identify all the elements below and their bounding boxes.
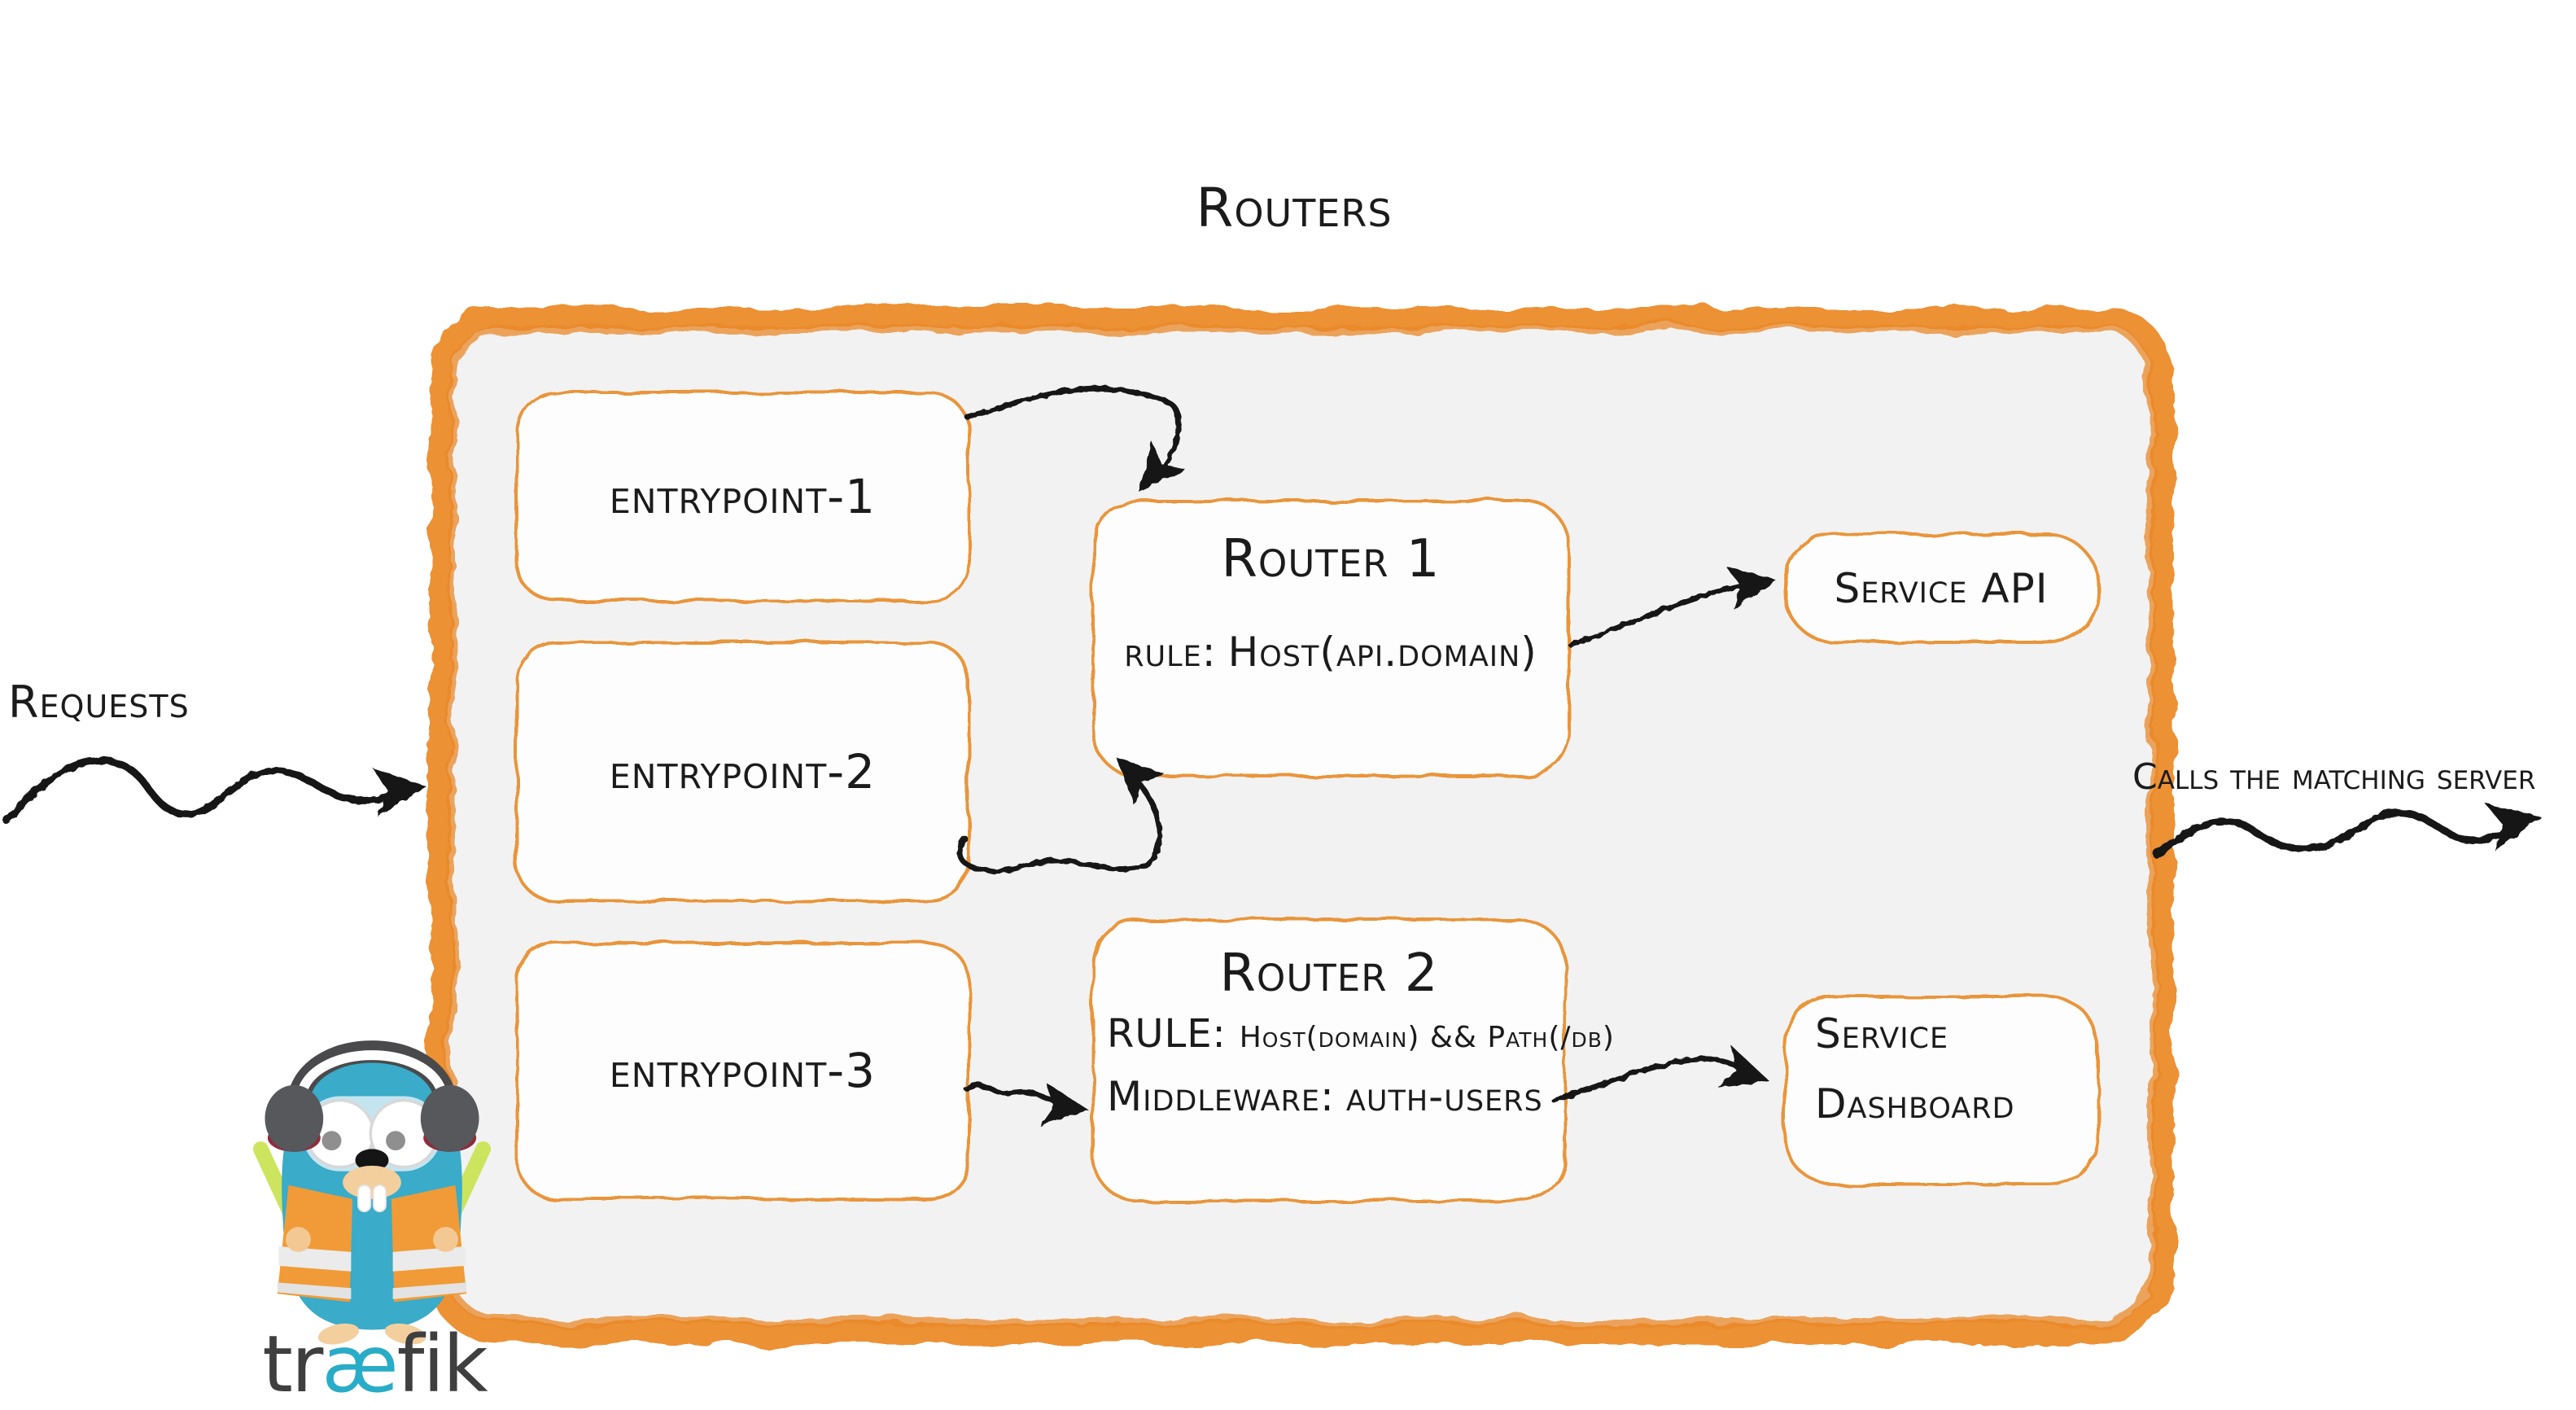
entrypoint-2-box (515, 641, 970, 903)
entrypoint-1-box (515, 391, 970, 602)
arrowhead-icon (1116, 757, 1166, 806)
arrow-entrypoint3-router2 (964, 1082, 1089, 1126)
gopher-eye-right (386, 1131, 405, 1151)
arrowhead-icon (1725, 566, 1776, 610)
vest-stripe (392, 1246, 466, 1272)
router-2-rule-label: RULE: (1107, 1011, 1227, 1057)
arrow-entrypoint2-router1 (956, 757, 1166, 874)
service-dashboard-label-line1: Service (1815, 1010, 1949, 1058)
earcup-left-icon (265, 1084, 324, 1152)
gopher-tooth (372, 1184, 387, 1213)
gopher-nose (355, 1149, 389, 1171)
router-2-middleware-label: Middleware: (1107, 1073, 1335, 1120)
gopher-muzzle (343, 1165, 401, 1199)
traefik-gopher (252, 1040, 492, 1345)
earcup-right-icon (420, 1084, 479, 1152)
requests-label: Requests (8, 676, 190, 728)
service-api-box (1783, 532, 2099, 644)
arrowhead-icon (1139, 441, 1186, 492)
traefik-wordmark: træfik (218, 1325, 531, 1403)
headphones-band-inner (297, 1050, 447, 1093)
arrow-router2-servicedashboard (1551, 1045, 1769, 1104)
service-api-label: Service API (1834, 564, 2049, 612)
router-2-box (1091, 918, 1567, 1202)
router-1-rule-value: Host(api.domain) (1227, 628, 1537, 676)
calls-arrowhead-icon (2485, 803, 2541, 852)
gopher-tooth (357, 1184, 372, 1213)
gopher-hand-left (286, 1227, 311, 1252)
calls-matching-server-label: Calls the matching server (2132, 755, 2536, 798)
arrow-entrypoint1-router1 (964, 385, 1186, 492)
wordmark-post: fik (396, 1319, 488, 1410)
router-1-rule-label: rule: (1124, 628, 1217, 676)
vest-stripe (278, 1246, 352, 1272)
router-1-rule: rule: Host(api.domain) (1093, 628, 1568, 702)
router-2-middleware: Middleware: auth-users (1107, 1073, 1563, 1136)
service-dashboard-label-line2: Dashboard (1815, 1080, 2015, 1128)
vest-left-panel (277, 1184, 353, 1303)
gopher-foot-right (384, 1323, 426, 1345)
router-1-title: Router 1 (1221, 529, 1441, 589)
entrypoint-2-label: entrypoint-2 (609, 744, 877, 799)
router-1-box (1091, 499, 1570, 777)
diagram-title: Routers (1196, 176, 1393, 239)
gopher-eye-left (321, 1131, 342, 1151)
vest-right-panel (391, 1184, 467, 1303)
requests-arrowhead-icon (372, 767, 426, 817)
entrypoint-3-label: entrypoint-3 (609, 1043, 877, 1098)
router-2-middleware-value: auth-users (1345, 1073, 1543, 1120)
arrowhead-icon (1039, 1082, 1089, 1126)
router-2-rule: RULE: Host(domain) && Path(/db) (1107, 1011, 1614, 1066)
gopher-foot-left (317, 1323, 360, 1345)
wordmark-ae: æ (321, 1319, 398, 1410)
router-2-rule-value: Host(domain) && Path(/db) (1239, 1021, 1615, 1054)
gopher-hand-right (433, 1227, 458, 1252)
router-2-title: Router 2 (1219, 943, 1439, 1004)
vest-stripe (277, 1282, 352, 1299)
arrow-router1-serviceapi (1568, 566, 1776, 648)
entrypoint-1-label: entrypoint-1 (609, 469, 877, 524)
wordmark-pre: tr (262, 1319, 323, 1410)
arrow-calls-out (2153, 803, 2541, 859)
traefik-gopher-logo (252, 1040, 492, 1345)
vest-stripe (392, 1282, 467, 1299)
arrow-requests-in (2, 756, 426, 825)
arrowhead-icon (1717, 1045, 1769, 1088)
entrypoint-3-box (515, 941, 970, 1200)
service-dashboard-box (1783, 995, 2099, 1186)
